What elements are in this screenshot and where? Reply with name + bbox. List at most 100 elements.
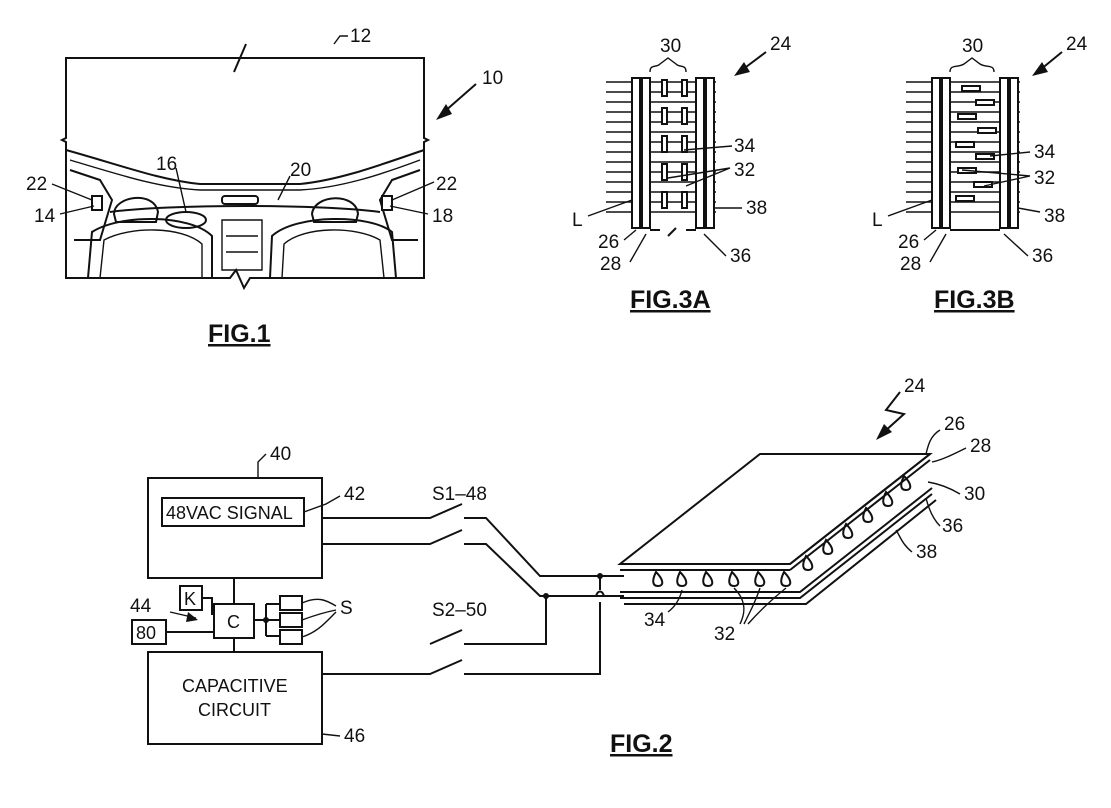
ref-10: 10 [482,68,503,89]
switch-s2-label: S2–50 [432,600,487,621]
capacitive-label-line1: CAPACITIVE [182,676,288,696]
fig3a-ref-34: 34 [734,136,756,157]
fig3b-ref-L: L [872,210,883,231]
right-seat [269,218,397,279]
fig3b-leader-36 [1003,233,1029,257]
leader-S [301,598,337,638]
fig3a-bottom-seal [650,227,696,237]
fig3b-leader-32 [961,169,1031,187]
fig3b-bracket-30 [949,57,995,73]
fig3b-ref-24: 24 [1066,34,1088,55]
leader-14 [59,205,95,215]
left-seat-inner [99,229,203,279]
fig2-ref-36: 36 [942,516,963,537]
fig3a-leader-34 [683,145,733,151]
right-seat-inner [281,229,385,279]
sensor-3 [279,629,303,645]
fig3a-ref-30: 30 [660,36,681,57]
fig3a-layer-28 [641,77,651,229]
fig3a-ref-L: L [572,210,583,231]
ref-20: 20 [290,160,311,181]
capacitive-label-line2: CIRCUIT [198,700,271,720]
k-label: K [184,589,196,609]
fig1-caption: FIG.1 [208,320,271,348]
fig3b-layer-26 [931,77,941,229]
fig3a-arrow-24-head [734,62,750,76]
fig3b-leader-34 [989,151,1031,157]
fig3b-leader-28 [929,233,947,263]
fig3a-droplets [661,79,688,209]
fig3b-caption: FIG.3B [934,286,1015,314]
fig2-leader-34 [667,589,683,613]
fig3a-ref-28: 28 [600,254,621,275]
fig3b-layer-36 [999,77,1009,229]
fig2-arrow-24 [883,391,907,433]
controller-label: C [227,612,240,632]
fig2-leader-38 [895,529,913,553]
fig3b-layer-28 [941,77,951,229]
sensor-2 [279,612,303,628]
panel-layer-36 [620,487,933,599]
right-headrest [310,197,360,223]
right-a-pillar [378,169,421,241]
fig3a-leader-36 [703,233,727,257]
fig3a-ref-24: 24 [770,34,792,55]
fig3b-arrow-24-head [1032,62,1048,76]
fig2-ref-26: 26 [944,414,965,435]
fig3b-ref-38: 38 [1044,206,1065,227]
ref-44: 44 [130,596,152,617]
fig3a-layer-36 [695,77,705,229]
fig3a-leader-28 [629,233,647,263]
arrow-10 [443,83,477,113]
panel-top-layer-26 [617,453,933,565]
capacitive-circuit-box [147,651,323,745]
ref-16: 16 [156,154,177,175]
rear-view-mirror [221,195,259,205]
ref-S: S [340,598,353,619]
dashboard [109,205,381,213]
center-console [221,219,263,271]
fig2-ref-30: 30 [964,484,985,505]
leader-20 [277,175,291,201]
arrow-10-head [436,104,452,120]
ref-22-left: 22 [26,174,47,195]
fig3b-ref-28: 28 [900,254,921,275]
fig3b-cross-section: 30 24 34 32 38 L 26 28 36 FIG.3B [872,34,1088,314]
leader-42 [303,495,341,513]
fig3b-ref-34: 34 [1034,142,1056,163]
fig3b-leader-26 [923,229,937,241]
ref-14: 14 [34,206,56,227]
fig3a-ref-32: 32 [734,160,755,181]
fig2-ref-24: 24 [904,376,926,397]
fig2-ref-28: 28 [970,436,991,457]
label-80: 80 [136,623,156,643]
windshield-edge [65,149,425,185]
fig2-system-schematic: 48VAC SIGNAL 40 42 CAPACITIVE CIRCUIT 46… [130,376,991,758]
fig2-leader-36 [925,497,941,527]
fig3b-ref-30: 30 [962,36,983,57]
fig2-caption: FIG.2 [610,730,673,758]
fig3b-ref-26: 26 [898,232,919,253]
fig3a-layer-26 [631,77,641,229]
panel-layer-38 [624,499,937,605]
leader-40 [257,453,267,478]
leader-18 [389,205,429,215]
ref-42: 42 [344,484,365,505]
switch-s1-label: S1–48 [432,484,487,505]
leader-22-right [391,181,435,201]
arrow-44-head [186,612,198,622]
left-seat [87,218,213,279]
fig3b-ref-32: 32 [1034,168,1055,189]
fig2-leader-30 [927,481,961,495]
right-mirror [381,195,393,211]
fig3b-leader-L [887,199,933,217]
signal-label-box [161,497,305,527]
leader-46 [321,733,341,737]
ref-22-right: 22 [436,174,457,195]
fig3a-caption: FIG.3A [630,286,711,314]
fig2-ref-34: 34 [644,610,666,631]
fig2-arrow-24-head [876,424,892,440]
fig2-ref-32: 32 [714,624,735,645]
signal-label: 48VAC SIGNAL [166,503,293,523]
